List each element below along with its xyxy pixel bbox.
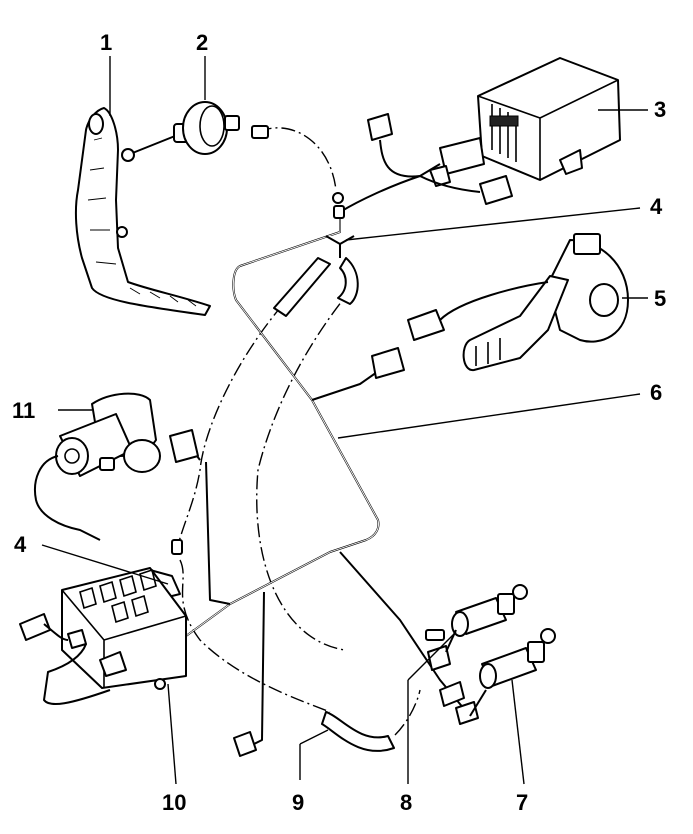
callout-4-upper: 4 bbox=[650, 194, 663, 219]
pedal-assembly bbox=[74, 107, 211, 316]
callout-10: 10 bbox=[162, 790, 186, 815]
callout-8: 8 bbox=[400, 790, 412, 815]
callout-7: 7 bbox=[516, 790, 528, 815]
vacuum-servo bbox=[121, 101, 269, 162]
callout-5: 5 bbox=[654, 286, 666, 311]
control-unit bbox=[477, 57, 621, 181]
callout-11: 11 bbox=[12, 398, 35, 423]
callout-9: 9 bbox=[292, 790, 304, 815]
callout-4-lower: 4 bbox=[14, 532, 27, 557]
callout-6: 6 bbox=[650, 380, 662, 405]
clutch-switch bbox=[439, 628, 556, 725]
vacuum-hose bbox=[321, 711, 395, 752]
callout-1: 1 bbox=[100, 30, 112, 55]
relay-box bbox=[19, 567, 187, 706]
wiring-harness bbox=[169, 192, 471, 757]
callout-labels: 1 2 3 4 5 6 11 4 10 9 8 7 bbox=[12, 30, 666, 815]
callout-2: 2 bbox=[196, 30, 208, 55]
brake-switch bbox=[425, 584, 528, 671]
leader-lines bbox=[41, 56, 648, 785]
switch-stalk bbox=[407, 233, 629, 371]
t-piece-upper bbox=[273, 235, 359, 317]
callout-3: 3 bbox=[654, 97, 666, 122]
control-unit-connectors bbox=[339, 113, 513, 213]
vacuum-pump bbox=[34, 392, 161, 541]
